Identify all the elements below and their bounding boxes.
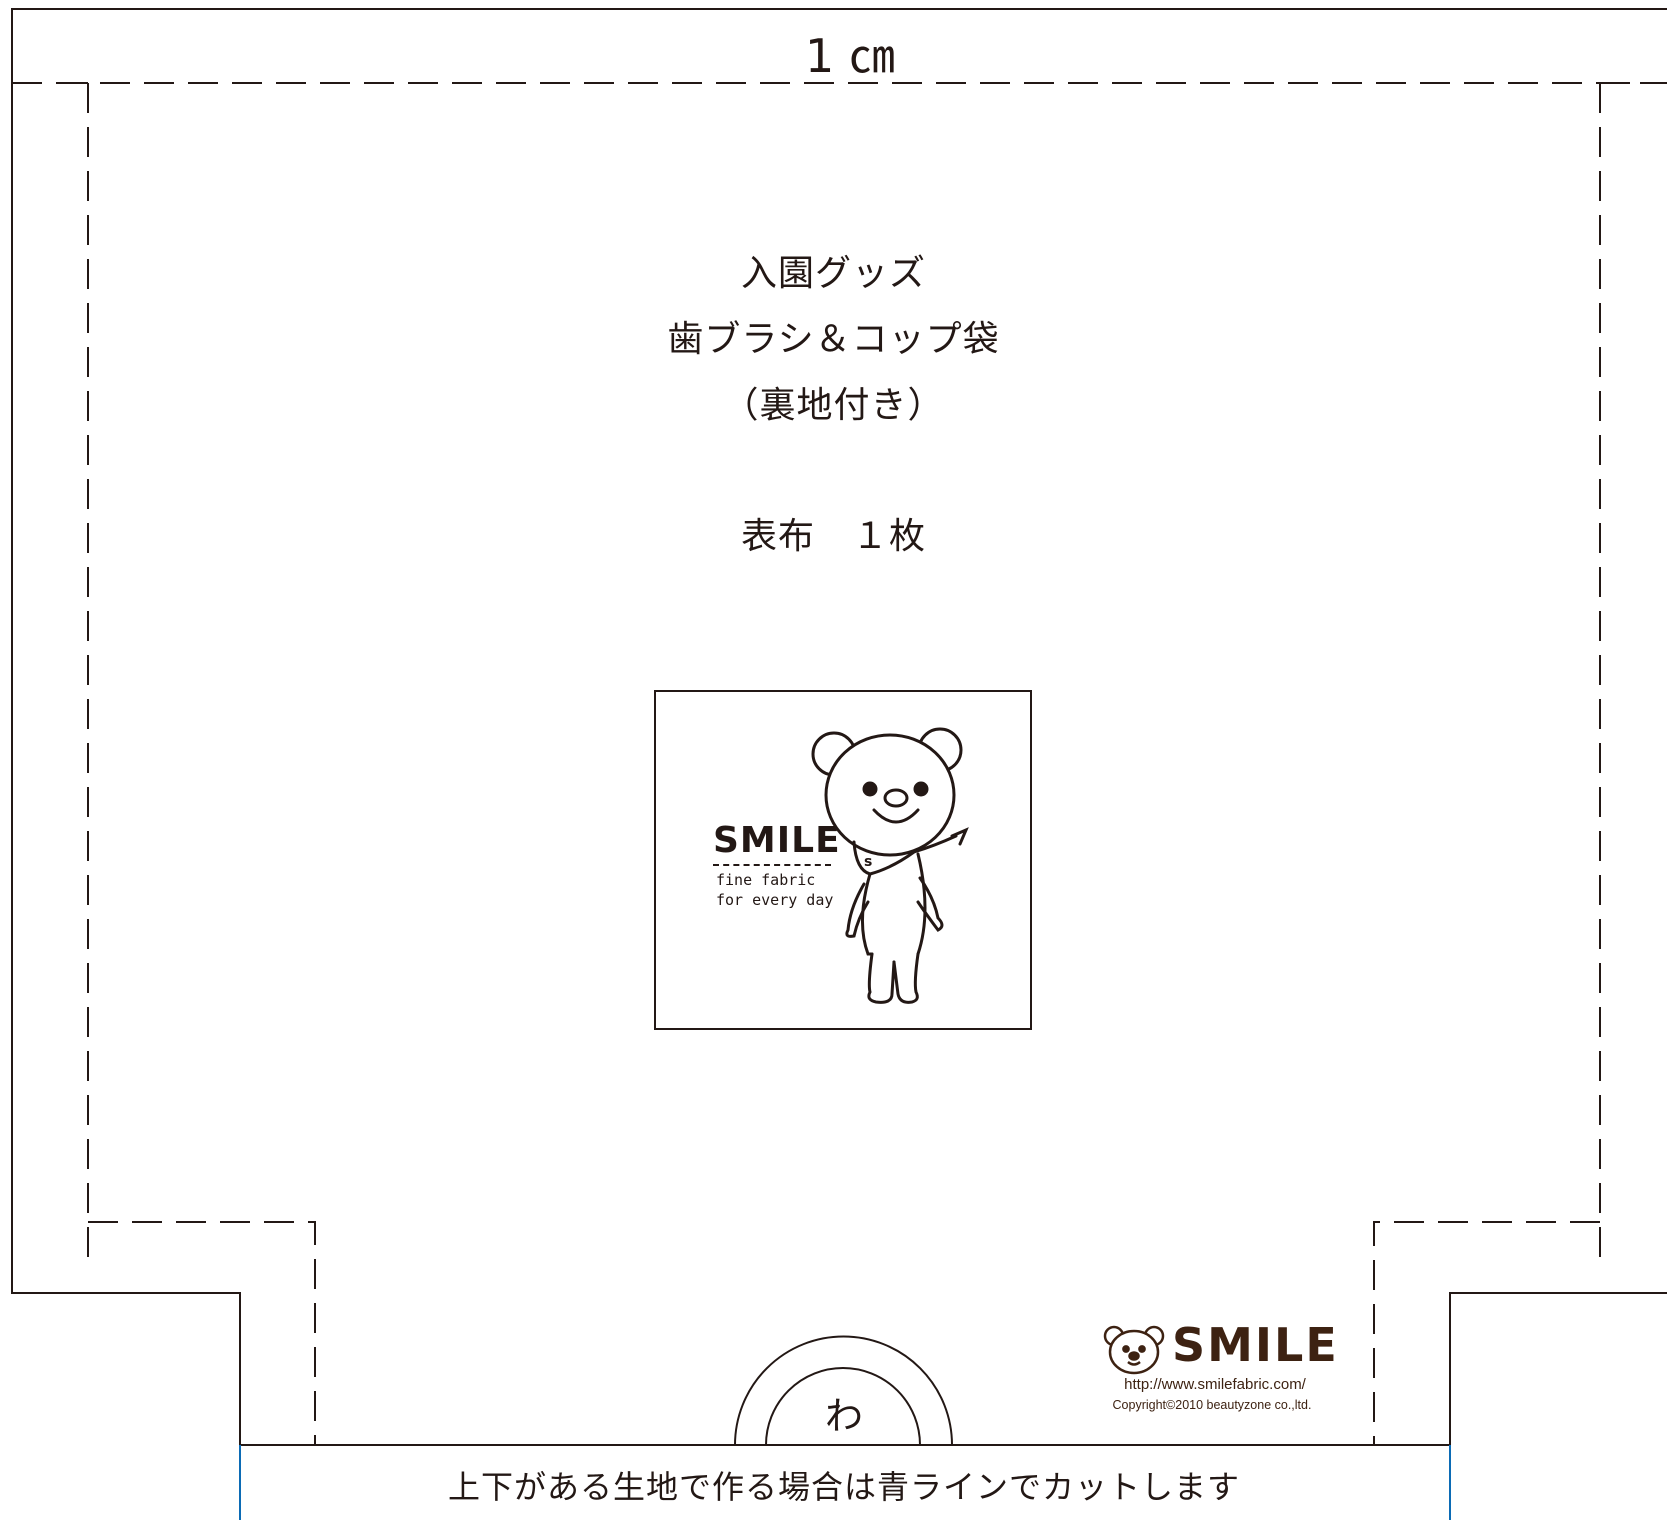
brand-url: http://www.smilefabric.com/ (1124, 1376, 1306, 1393)
piece-label: 表布 １枚 (740, 516, 926, 557)
scarf-letter: s (864, 854, 872, 870)
seam-line-left-notch (88, 1221, 316, 1445)
brand-name: SMILE (1172, 1318, 1339, 1372)
fold-mark-inner-arc (765, 1367, 921, 1446)
seam-allowance-label: 1 ㎝ (805, 29, 895, 83)
card-brand-text: SMILE (713, 820, 841, 861)
fold-mark-label: わ (824, 1394, 863, 1438)
fold-mark-outer-arc (734, 1335, 953, 1446)
cut-line (11, 8, 1667, 1445)
logo-card: SMILE fine fabric for every day s (654, 690, 1032, 1030)
card-tagline: fine fabric for every day (716, 870, 833, 910)
card-dashed-rule (713, 864, 831, 866)
title-line-3: （裏地付き） (722, 385, 945, 426)
title-line-1: 入園グッズ (740, 253, 926, 294)
bottom-instruction: 上下がある生地で作る場合は青ラインでカットします (447, 1468, 1240, 1506)
seam-line-right-notch (1373, 1221, 1600, 1445)
brand-copyright: Copyright©2010 beautyzone co.,ltd. (1112, 1398, 1312, 1412)
bear-illustration: s (811, 727, 969, 1004)
bear-face-icon (1103, 1325, 1165, 1375)
card-tagline-2: for every day (716, 891, 834, 909)
card-tagline-1: fine fabric (716, 871, 816, 889)
title-line-2: 歯ブラシ＆コップ袋 (667, 319, 1000, 360)
cut-line-right (1449, 1292, 1667, 1445)
